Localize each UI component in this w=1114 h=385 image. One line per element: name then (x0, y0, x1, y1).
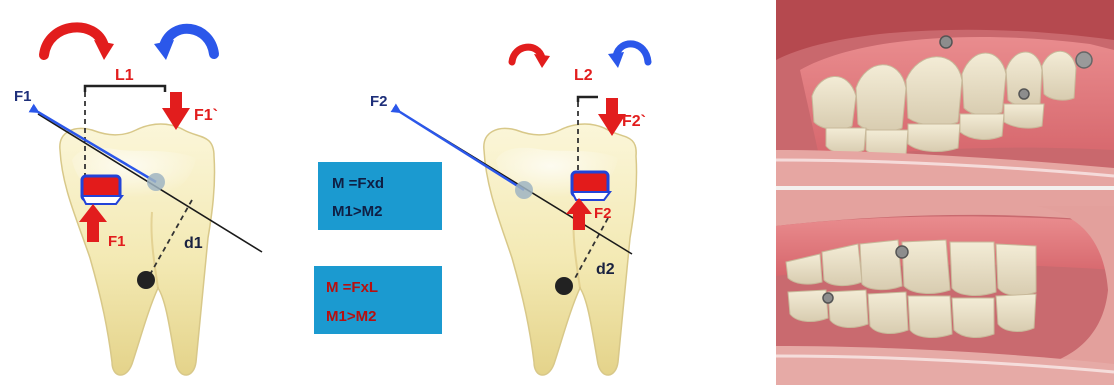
formula-box-top: M =Fxd M1>M2 (318, 162, 442, 230)
left-force-label: F1 (14, 88, 32, 105)
formula-top-line2: M1>M2 (332, 203, 382, 220)
intraoral-photos (776, 0, 1114, 385)
right-molar-tooth-icon (484, 124, 637, 375)
left-distance-label: d1 (184, 235, 203, 252)
right-distance-label: d2 (596, 261, 615, 278)
left-rotation-cw-icon (44, 27, 114, 60)
left-force-diagram: L1 F1` F1 F1 d1 (14, 27, 262, 375)
formula-bottom-line1: M =FxL (326, 279, 378, 296)
left-rotation-ccw-icon (154, 29, 214, 60)
left-lever-label: L1 (115, 67, 134, 84)
formula-top-line1: M =Fxd (332, 175, 384, 192)
formula-bottom-line2: M1>M2 (326, 308, 376, 325)
right-lever-label: L2 (574, 67, 593, 84)
left-bracket-force-label: F1 (108, 233, 126, 250)
intraoral-photo-right-side-icon (776, 0, 1114, 186)
right-bracket (572, 172, 610, 200)
right-counter-force-label: F2` (622, 113, 646, 130)
right-bracket-force-label: F2 (594, 205, 612, 222)
formula-box-bottom: M =FxL M1>M2 (314, 266, 442, 334)
left-counter-force-label: F1` (194, 107, 218, 124)
right-rotation-ccw-icon (608, 44, 648, 68)
intraoral-photo-left-side-icon (776, 190, 1114, 385)
right-force-label: F2 (370, 93, 388, 110)
left-bracket (82, 176, 122, 204)
right-rotation-cw-icon (512, 47, 550, 68)
